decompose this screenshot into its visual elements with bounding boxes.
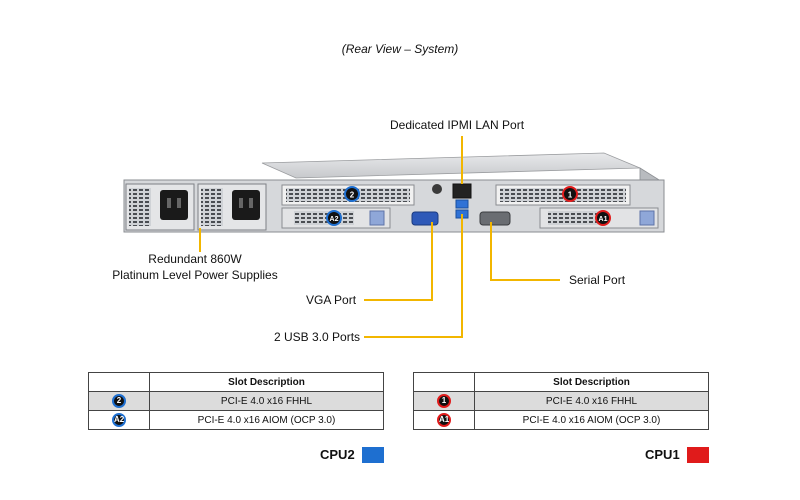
callout-ipmi-lan-port: Dedicated IPMI LAN Port bbox=[390, 118, 525, 132]
leader-serial bbox=[490, 222, 560, 281]
chassis-badge-2-text: 2 bbox=[350, 191, 355, 200]
table-row: A2 PCI-E 4.0 x16 AIOM (OCP 3.0) bbox=[88, 410, 384, 430]
table-row: A1 PCI-E 4.0 x16 AIOM (OCP 3.0) bbox=[413, 410, 709, 430]
slot-badge-a2: A2 bbox=[112, 413, 126, 427]
slot-description: PCI-E 4.0 x16 AIOM (OCP 3.0) bbox=[474, 410, 709, 430]
callout-serial-port: Serial Port bbox=[569, 273, 626, 287]
slot-description: PCI-E 4.0 x16 FHHL bbox=[474, 391, 709, 411]
table-header: Slot Description bbox=[149, 372, 384, 392]
leader-vga bbox=[364, 222, 433, 301]
figure-caption: (Rear View – System) bbox=[341, 42, 459, 56]
callout-vga-port: VGA Port bbox=[306, 293, 357, 307]
leader-usb bbox=[364, 214, 463, 338]
chassis-badge-a1-text: A1 bbox=[599, 216, 608, 223]
table-header-row: Slot Description bbox=[88, 372, 384, 392]
chassis-badge-a2-text: A2 bbox=[330, 216, 339, 223]
chassis-badge-a1: A1 bbox=[595, 210, 611, 226]
io-panel bbox=[411, 183, 511, 226]
cpu1-legend-label: CPU1 bbox=[645, 447, 680, 462]
chassis-badge-1: 1 bbox=[562, 186, 578, 202]
chassis-badge-1-text: 1 bbox=[568, 191, 573, 200]
chassis-badge-2: 2 bbox=[344, 186, 360, 202]
power-supply-1 bbox=[125, 183, 195, 231]
table-header-blank bbox=[88, 372, 150, 392]
cpu2-legend-label: CPU2 bbox=[320, 447, 355, 462]
callout-usb-ports: 2 USB 3.0 Ports bbox=[274, 330, 361, 344]
callout-psu-line2: Platinum Level Power Supplies bbox=[112, 268, 278, 282]
cpu1-slot-table: Slot Description 1 PCI-E 4.0 x16 FHHL A1… bbox=[413, 372, 709, 430]
table-row: 1 PCI-E 4.0 x16 FHHL bbox=[413, 391, 709, 411]
slot-badge-1: 1 bbox=[437, 394, 451, 408]
callout-power-supplies: Redundant 860W Platinum Level Power Supp… bbox=[100, 251, 290, 283]
slot-description: PCI-E 4.0 x16 AIOM (OCP 3.0) bbox=[149, 410, 384, 430]
chassis-badge-a2: A2 bbox=[326, 210, 342, 226]
cpu2-legend-swatch bbox=[362, 447, 384, 463]
table-header-blank bbox=[413, 372, 475, 392]
cpu1-legend-swatch bbox=[687, 447, 709, 463]
callout-psu-line1: Redundant 860W bbox=[148, 252, 242, 266]
table-header-row: Slot Description bbox=[413, 372, 709, 392]
slot-badge-a1: A1 bbox=[437, 413, 451, 427]
chassis-top bbox=[261, 152, 641, 179]
slot-badge-2: 2 bbox=[112, 394, 126, 408]
table-header: Slot Description bbox=[474, 372, 709, 392]
power-supply-2 bbox=[197, 183, 267, 231]
slot-description: PCI-E 4.0 x16 FHHL bbox=[149, 391, 384, 411]
cpu2-slot-table: Slot Description 2 PCI-E 4.0 x16 FHHL A2… bbox=[88, 372, 384, 430]
table-row: 2 PCI-E 4.0 x16 FHHL bbox=[88, 391, 384, 411]
